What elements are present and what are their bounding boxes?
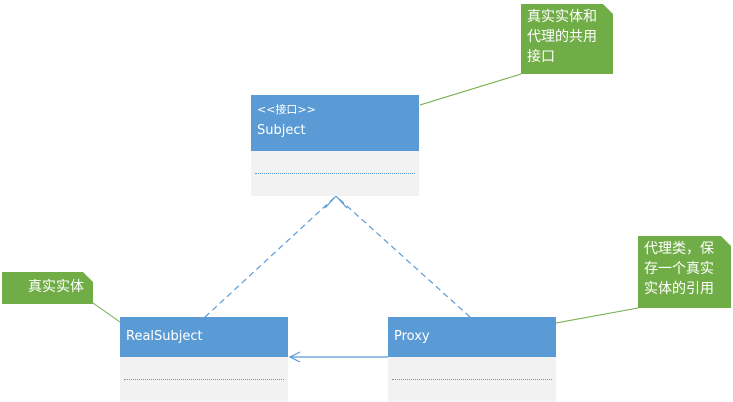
realsubject-class-body	[120, 357, 288, 402]
proxy-class: Proxy	[388, 317, 556, 402]
note-connector-proxy	[555, 307, 639, 324]
note-subject-line-3: 接口	[527, 49, 555, 65]
association-arrowhead	[288, 351, 301, 363]
note-connector-realsubject	[92, 302, 121, 323]
note-proxy-line-3: 实体的引用	[644, 281, 714, 297]
proxy-class-body	[388, 357, 556, 402]
realization-arrowhead	[324, 195, 348, 209]
note-proxy-line-1: 代理类，保	[644, 241, 714, 257]
proxy-class-header: Proxy	[388, 317, 556, 357]
proxy-class-name: Proxy	[394, 329, 430, 344]
note-proxy: 代理类，保 存一个真实 实体的引用	[638, 236, 731, 308]
note-fold-corner	[603, 4, 613, 14]
note-connector-subject	[419, 73, 522, 106]
realsubject-class: RealSubject	[120, 317, 288, 402]
note-fold-corner	[83, 272, 93, 282]
note-proxy-line-2: 存一个真实	[644, 261, 714, 277]
subject-stereotype: <<接口>>	[257, 103, 316, 116]
subject-class-body	[251, 151, 419, 196]
note-subject-line-1: 真实实体和	[527, 9, 597, 25]
note-fold-corner	[721, 236, 731, 246]
subject-class: <<接口>> Subject	[251, 95, 419, 196]
realsubject-class-header: RealSubject	[120, 317, 288, 357]
subject-class-name: Subject	[257, 123, 306, 138]
note-realsubject-line-1: 真实实体	[28, 279, 84, 295]
proxy-class-separator	[392, 379, 552, 380]
realization-line-realsubject	[204, 196, 336, 318]
realsubject-class-name: RealSubject	[126, 329, 203, 344]
realization-line-proxy	[336, 196, 471, 318]
note-subject: 真实实体和 代理的共用 接口	[521, 4, 613, 74]
subject-class-separator	[255, 173, 415, 174]
note-subject-line-2: 代理的共用	[527, 29, 597, 45]
subject-class-header: <<接口>> Subject	[251, 95, 419, 151]
note-realsubject: 真实实体	[2, 272, 93, 304]
realsubject-class-separator	[124, 379, 284, 380]
